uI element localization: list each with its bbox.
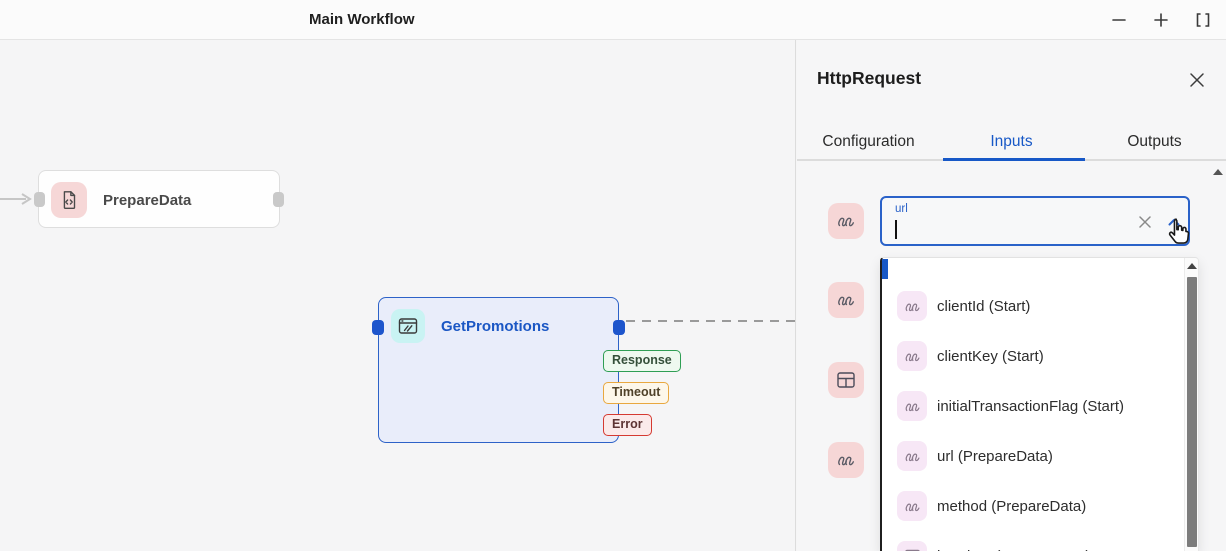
node-getpromotions[interactable]: GetPromotions <box>372 297 625 443</box>
dropdown-item-list: clientId (Start) clientKey (Start) initi… <box>882 281 1182 551</box>
dropdown-item-method[interactable]: method (PrepareData) <box>882 481 1182 531</box>
panel-title: HttpRequest <box>817 68 922 88</box>
edge-into-preparedata <box>0 193 32 205</box>
dropdown-item-label: clientId (Start) <box>937 297 1031 315</box>
text-caret <box>895 220 897 239</box>
dropdown-item-label: headers (PrepareData) <box>937 548 1090 551</box>
string-type-icon <box>897 441 927 471</box>
zoom-in-icon[interactable] <box>1150 9 1172 31</box>
scrollbar-thumb[interactable] <box>1187 277 1197 547</box>
dropdown-item-label: url (PrepareData) <box>937 447 1053 465</box>
dropdown-item-label: initialTransactionFlag (Start) <box>937 397 1125 415</box>
dropdown-scrollbar[interactable] <box>1184 258 1198 551</box>
preparedata-output-port[interactable] <box>273 192 284 207</box>
preparedata-input-port[interactable] <box>34 192 45 207</box>
field-type-icon-table <box>828 362 864 398</box>
clear-icon[interactable] <box>1136 213 1154 231</box>
node-getpromotions-label: GetPromotions <box>441 317 550 335</box>
object-type-icon <box>897 541 927 551</box>
workflow-canvas[interactable]: PrepareData GetPromotions <box>0 40 798 551</box>
badge-error[interactable]: Error <box>603 414 652 436</box>
node-preparedata-label: PrepareData <box>103 191 192 209</box>
variable-suggestion-dropdown: clientId (Start) clientKey (Start) initi… <box>880 257 1199 551</box>
tab-configuration[interactable]: Configuration <box>822 133 915 150</box>
string-type-icon <box>897 391 927 421</box>
dropdown-item-initialtransactionflag[interactable]: initialTransactionFlag (Start) <box>882 381 1182 431</box>
field-type-icon-string2 <box>828 442 864 478</box>
titlebar: Main Workflow <box>0 0 1226 40</box>
document-code-icon <box>51 182 87 218</box>
panel-scroll-up-icon[interactable] <box>1213 169 1223 175</box>
tab-inputs[interactable]: Inputs <box>990 133 1033 150</box>
scrollbar-up-icon[interactable] <box>1187 263 1197 269</box>
dropdown-item-label: clientKey (Start) <box>937 347 1044 365</box>
dropdown-item-url[interactable]: url (PrepareData) <box>882 431 1182 481</box>
dropdown-item-headers[interactable]: headers (PrepareData) <box>882 531 1182 551</box>
getpromotions-output-port[interactable] <box>613 320 625 335</box>
node-preparedata[interactable]: PrepareData <box>34 170 284 228</box>
string-type-icon <box>897 341 927 371</box>
panel-tabs: Configuration Inputs Outputs <box>797 124 1226 160</box>
canvas-controls <box>1108 0 1214 40</box>
zoom-out-icon[interactable] <box>1108 9 1130 31</box>
workflow-title: Main Workflow <box>309 11 415 28</box>
badge-response[interactable]: Response <box>603 350 681 372</box>
string-type-icon <box>897 491 927 521</box>
url-field: url <box>880 196 1190 246</box>
url-field-label: url <box>895 203 908 215</box>
string-type-icon <box>897 291 927 321</box>
dropdown-selection-caret <box>882 259 888 279</box>
dropdown-item-clientid[interactable]: clientId (Start) <box>882 281 1182 331</box>
http-browser-icon <box>391 309 425 343</box>
dropdown-item-label: method (PrepareData) <box>937 497 1087 515</box>
chevron-up-icon[interactable] <box>1165 213 1183 231</box>
tab-active-indicator <box>943 158 1085 161</box>
close-icon[interactable] <box>1188 71 1206 89</box>
getpromotions-input-port[interactable] <box>372 320 384 335</box>
node-config-panel: HttpRequest Configuration Inputs Outputs <box>797 40 1226 551</box>
dropdown-item-clientkey[interactable]: clientKey (Start) <box>882 331 1182 381</box>
tab-outputs[interactable]: Outputs <box>1127 133 1182 150</box>
edge-from-getpromotions <box>626 320 798 322</box>
field-type-icon-string <box>828 282 864 318</box>
url-field-type-icon <box>828 203 864 239</box>
url-input[interactable] <box>894 218 1074 242</box>
fit-view-icon[interactable] <box>1192 9 1214 31</box>
badge-timeout[interactable]: Timeout <box>603 382 670 404</box>
